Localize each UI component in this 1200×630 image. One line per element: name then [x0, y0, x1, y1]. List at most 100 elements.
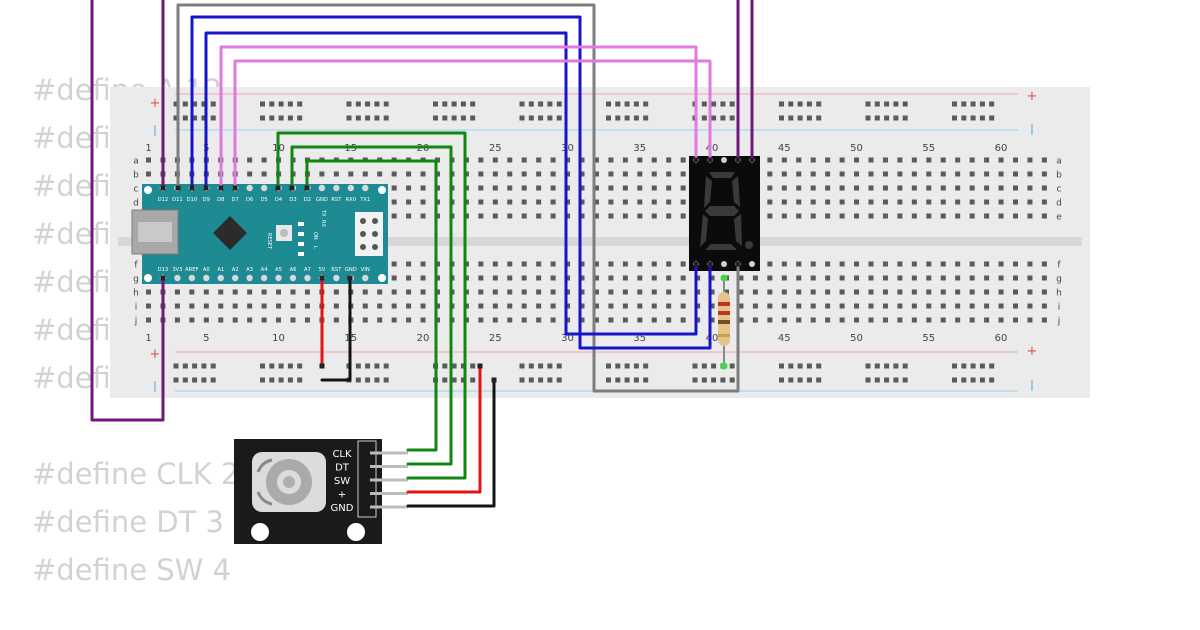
arduino-pin-label: 5V: [318, 267, 325, 273]
encoder-pin: [370, 451, 408, 455]
resistor[interactable]: [718, 274, 730, 370]
row-letter: f: [134, 261, 138, 271]
row-letter: h: [1056, 289, 1062, 299]
wire-end: [491, 377, 497, 383]
column-number: 45: [778, 333, 791, 344]
wire-end: [707, 261, 713, 267]
arduino-pin-pad: [203, 274, 210, 282]
row-letter: b: [1056, 171, 1062, 181]
arduino-pin-pad: [362, 184, 369, 192]
wire-red-encoder-vcc: [406, 364, 482, 494]
wire-end: [189, 185, 195, 191]
column-number: 40: [706, 333, 719, 344]
arduino-pin-label: D8: [217, 197, 224, 203]
arduino-pin-label: D7: [232, 197, 239, 203]
row-letter: j: [1057, 317, 1061, 327]
arduino-pin-pad: [260, 274, 268, 282]
arduino-led-label-l: L: [312, 246, 318, 249]
arduino-pin-pad: [246, 184, 253, 192]
arduino-pin-pad: [232, 274, 239, 282]
wire-end: [693, 261, 699, 267]
breadboard-center-channel: [118, 237, 1082, 246]
wire-purple-d13: [90, 0, 165, 422]
column-number: 30: [561, 333, 574, 344]
arduino-pin-label: A6: [290, 267, 297, 273]
arduino-pin-pad: [289, 274, 297, 282]
encoder-pin: [370, 465, 408, 468]
wire-end: [160, 275, 166, 281]
wire-pink-d8: [219, 45, 698, 190]
arduino-pin-pad: [275, 274, 282, 282]
arduino-pin-pad: [246, 274, 253, 282]
code-define-sw: #define SW 4: [32, 553, 232, 587]
column-number: 25: [489, 143, 502, 154]
row-letter: g: [1056, 275, 1062, 285]
wire-end: [477, 363, 483, 369]
column-number: 25: [489, 333, 502, 344]
column-number: 60: [995, 143, 1008, 154]
column-number: 45: [778, 143, 791, 154]
column-number: 50: [850, 143, 863, 154]
arduino-pin-label: A0: [203, 267, 210, 273]
arduino-pin-label: 3V3: [172, 267, 182, 273]
arduino-pin-pad: [362, 274, 369, 282]
arduino-reset-label: RESET: [266, 233, 272, 250]
wire-end: [735, 157, 741, 163]
row-letter: i: [1058, 303, 1061, 313]
arduino-pin-label: D4: [275, 197, 283, 203]
encoder-pin: [370, 478, 408, 482]
row-letter: i: [135, 303, 138, 313]
column-number: 40: [706, 143, 719, 154]
wire-green-d2: [305, 159, 438, 452]
encoder-pin-label: DT: [335, 463, 350, 474]
column-number: 1: [145, 143, 151, 154]
arduino-pin-label: D12: [158, 197, 169, 203]
arduino-pin-label: RST: [331, 197, 342, 203]
arduino-pin-pad: [260, 184, 268, 192]
wire-end: [218, 185, 224, 191]
row-letter: f: [1057, 261, 1061, 271]
column-number: 20: [417, 333, 430, 344]
wire-end: [347, 275, 353, 281]
wire-end: [232, 185, 238, 191]
seven-segment-display[interactable]: [689, 156, 760, 271]
row-letter: h: [133, 289, 139, 299]
column-number: 30: [561, 143, 574, 154]
arduino-pin-pad: [318, 184, 326, 192]
rail-plus-label: +: [150, 347, 161, 362]
row-letter: c: [134, 185, 139, 195]
wire-end: [289, 185, 295, 191]
rotate-arrow-icon: [256, 458, 273, 473]
arduino-pin-label: AREF: [185, 267, 198, 273]
code-define-dt: #define DT 3: [32, 505, 224, 539]
wire-blue-d10: [190, 15, 712, 350]
wire-green-d4: [276, 131, 467, 480]
column-number: 35: [633, 333, 646, 344]
wire-end: [304, 185, 310, 191]
wire-pink-d7: [233, 59, 712, 190]
encoder-pin-label: +: [338, 490, 346, 501]
wire-end: [693, 157, 699, 163]
row-letter: b: [133, 171, 139, 181]
arduino-pin-label: D11: [172, 197, 183, 203]
arduino-pin-label: D5: [260, 197, 267, 203]
row-letter: a: [133, 157, 139, 167]
arduino-pin-label: D9: [203, 197, 210, 203]
arduino-pin-label: D3: [289, 197, 296, 203]
wire-end: [160, 185, 166, 191]
column-number: 50: [850, 333, 863, 344]
arduino-pin-label: D2: [304, 197, 311, 203]
wire-end: [319, 363, 325, 369]
arduino-pin-label: D6: [246, 197, 253, 203]
wire-end: [275, 185, 281, 191]
row-letter: d: [133, 199, 139, 209]
encoder-pin: [370, 492, 408, 495]
arduino-pin-label: GND: [316, 197, 328, 203]
row-letter: c: [1057, 185, 1062, 195]
arduino-pin-label: TX1: [359, 197, 370, 203]
column-number: 35: [633, 143, 646, 154]
